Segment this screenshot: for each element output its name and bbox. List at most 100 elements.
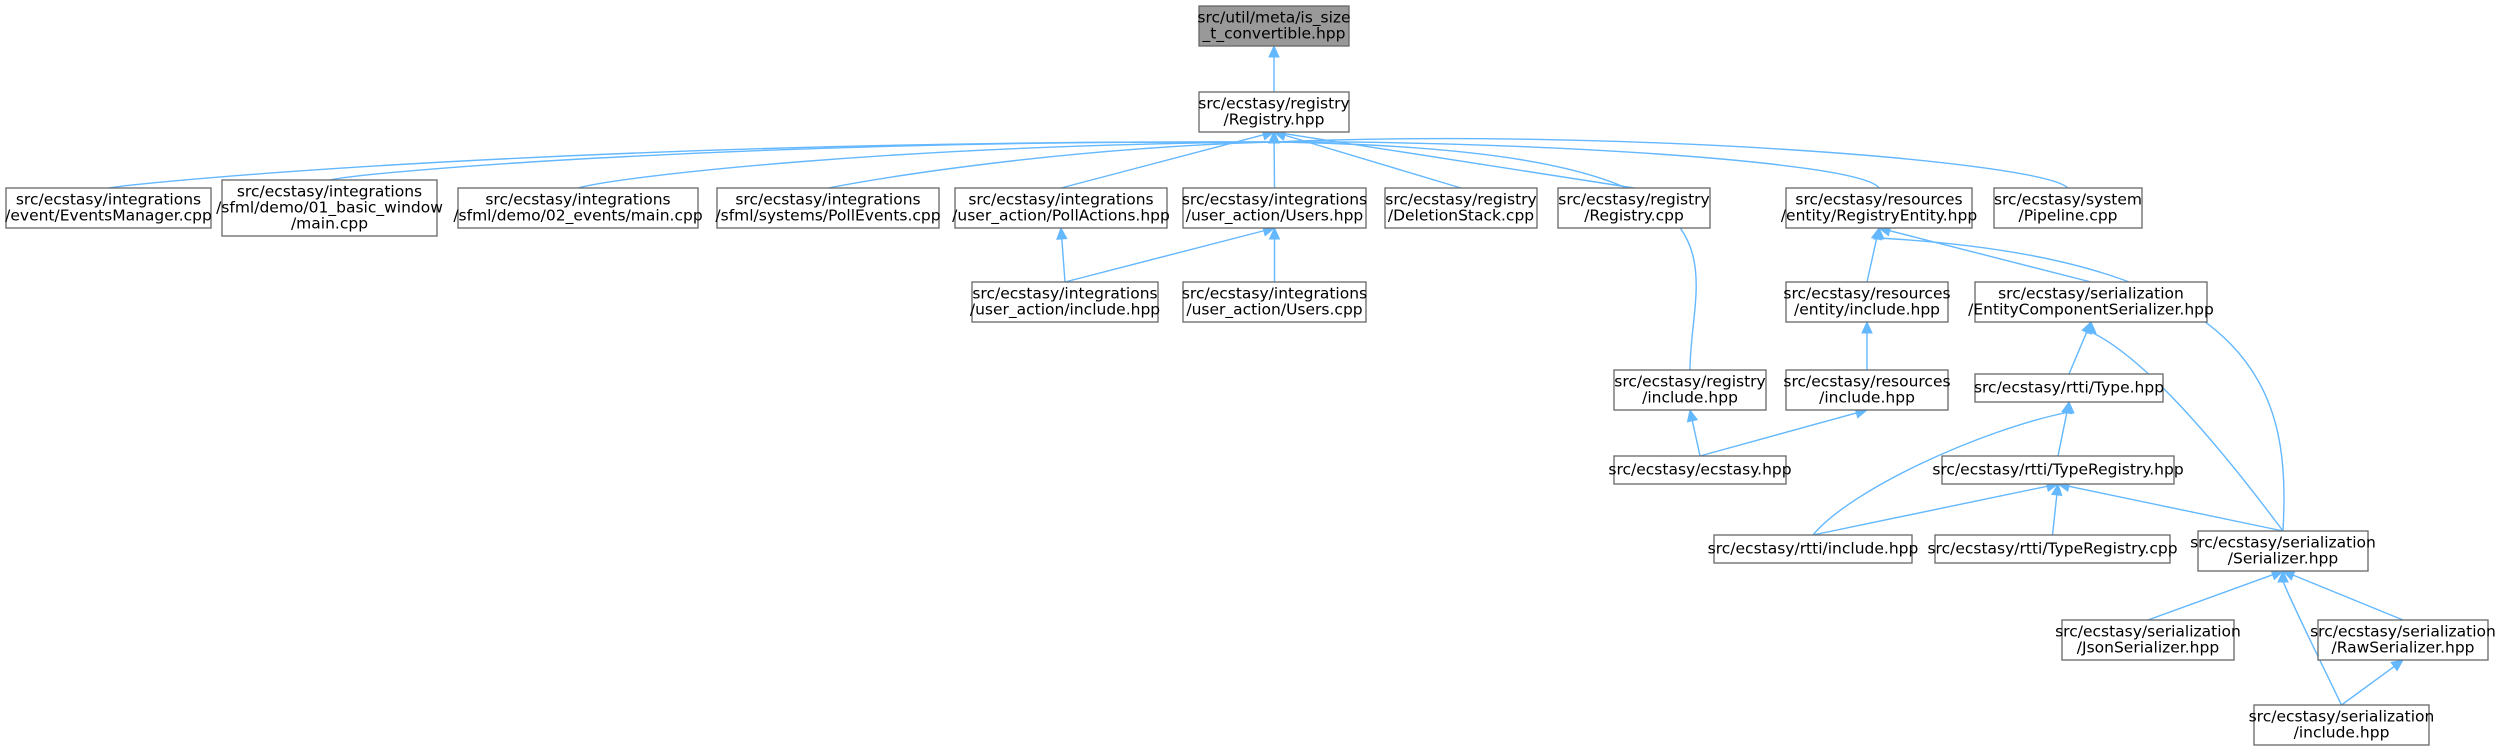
node-box [1198,91,1350,133]
node-events-main[interactable]: src/ecstasy/integrations/sfml/demo/02_ev… [453,187,703,229]
node-type-registry-cpp[interactable]: src/ecstasy/rtti/TypeRegistry.cpp [1927,534,2178,564]
node-basic-window[interactable]: src/ecstasy/integrations/sfml/demo/01_ba… [216,179,443,237]
node-label: src/ecstasy/serialization [1998,285,2184,303]
node-label: /Registry.hpp [1224,111,1325,129]
node-box [971,281,1159,323]
node-label: src/ecstasy/serialization [2190,534,2376,552]
arrow-head [1873,226,1885,240]
edge-pipeline-to-registry-hpp [1268,130,2069,189]
node-box [1713,534,1913,564]
arrow-head [2063,400,2075,414]
node-box [221,179,438,237]
node-poll-actions[interactable]: src/ecstasy/integrations/user_action/Pol… [952,187,1170,229]
node-type-registry[interactable]: src/ecstasy/rtti/TypeRegistry.hpp [1932,455,2184,485]
node-box [2317,619,2489,661]
node-ua-include[interactable]: src/ecstasy/integrations/user_action/inc… [970,281,1160,323]
edge-serializer-to-registry-entity [1873,226,2285,532]
node-label: /sfml/systems/PollEvents.cpp [715,207,940,225]
edge-events-main-to-registry-hpp [577,130,1280,189]
node-label: /user_action/Users.cpp [1186,301,1362,320]
edge-ecstasy-hpp-to-registry-include [1686,408,1701,457]
edge-basic-window-to-registry-hpp [329,130,1280,181]
node-label: /sfml/demo/02_events/main.cpp [453,207,702,226]
node-box [1384,187,1538,229]
node-label: /sfml/demo/01_basic_window [216,199,443,218]
node-label: src/ecstasy/resources [1783,285,1950,303]
node-box [1785,281,1949,323]
node-ecstasy-hpp[interactable]: src/ecstasy/ecstasy.hpp [1608,455,1792,485]
edge-serializer-to-type-registry [2056,480,2284,532]
edge-serializer-to-ecs-serializer [2085,320,2284,532]
node-label: /user_action/Users.hpp [1186,207,1364,226]
node-label: src/ecstasy/integrations [1182,191,1367,209]
node-serial-include[interactable]: src/ecstasy/serialization/include.hpp [2249,704,2435,746]
node-registry-include[interactable]: src/ecstasy/registry/include.hpp [1613,369,1767,411]
node-label: /entity/include.hpp [1794,301,1940,319]
node-box [1785,369,1949,411]
edge-resources-include-to-entity-include [1861,320,1873,370]
node-label: /RawSerializer.hpp [2331,639,2474,657]
edge-registry-cpp-to-registry-hpp [1272,128,1635,189]
node-pipeline[interactable]: src/ecstasy/system/Pipeline.cpp [1993,187,2143,229]
node-rtti-include[interactable]: src/ecstasy/rtti/include.hpp [1708,534,1919,564]
arrow-head [2277,569,2289,583]
node-entity-include[interactable]: src/ecstasy/resources/entity/include.hpp [1783,281,1951,323]
node-label: src/ecstasy/registry [1558,191,1709,209]
node-events-manager[interactable]: src/ecstasy/integrations/event/EventsMan… [5,187,212,229]
node-rtti-type[interactable]: src/ecstasy/rtti/Type.hpp [1974,373,2164,403]
node-box [1182,281,1367,323]
node-label: /Serializer.hpp [2228,550,2338,568]
node-poll-events[interactable]: src/ecstasy/integrations/sfml/systems/Po… [715,187,941,229]
node-json-serializer[interactable]: src/ecstasy/serialization/JsonSerializer… [2055,619,2241,661]
node-registry-hpp[interactable]: src/ecstasy/registry/Registry.hpp [1198,91,1350,133]
node-box [2197,530,2369,572]
node-is-size[interactable]: src/util/meta/is_size_t_convertible.hpp [1197,5,1351,47]
node-box [1785,187,1973,229]
node-label: /EntityComponentSerializer.hpp [1968,301,2214,319]
node-label: src/ecstasy/integrations [1182,285,1367,303]
node-label: src/ecstasy/ecstasy.hpp [1608,461,1791,479]
node-label: /user_action/include.hpp [970,301,1160,320]
edge-ua-include-to-poll-actions [1056,226,1068,283]
arrow-head [2051,482,2063,497]
edge-ua-include-to-users-hpp [1064,225,1276,283]
node-label: src/ecstasy/serialization [2310,623,2496,641]
node-box [1182,187,1367,229]
node-label: src/ecstasy/resources [1783,373,1950,391]
node-box [1613,455,1787,485]
edge-users-cpp-to-users-hpp [1268,226,1281,282]
edge-registry-include-to-registry-hpp [1268,130,1697,371]
node-label: src/ecstasy/integrations [485,191,670,209]
edge-raw-serializer-to-serializer [2281,569,2404,621]
arrow-head [1268,44,1280,58]
node-label: src/ecstasy/integrations [972,285,1157,303]
node-label: src/ecstasy/rtti/TypeRegistry.hpp [1932,461,2183,479]
node-label: /Registry.cpp [1584,207,1684,225]
file-nodes: src/util/meta/is_size_t_convertible.hpps… [5,5,2496,746]
edge-ecstasy-hpp-to-resources-include [1699,407,1869,457]
node-ecs-serializer[interactable]: src/ecstasy/serialization/EntityComponen… [1968,281,2214,323]
node-raw-serializer[interactable]: src/ecstasy/serialization/RawSerializer.… [2310,619,2496,661]
node-users-cpp[interactable]: src/ecstasy/integrations/user_action/Use… [1182,281,1367,323]
node-label: src/ecstasy/serialization [2249,708,2435,726]
node-users-hpp[interactable]: src/ecstasy/integrations/user_action/Use… [1182,187,1367,229]
node-box [954,187,1168,229]
node-box [1941,455,2175,485]
node-serializer[interactable]: src/ecstasy/serialization/Serializer.hpp [2190,530,2376,572]
node-label: /entity/RegistryEntity.hpp [1781,207,1977,225]
node-registry-entity[interactable]: src/ecstasy/resources/entity/RegistryEnt… [1781,187,1977,229]
arrow-head [2085,320,2097,334]
node-resources-include[interactable]: src/ecstasy/resources/include.hpp [1783,369,1951,411]
node-deletion-stack[interactable]: src/ecstasy/registry/DeletionStack.cpp [1384,187,1538,229]
node-registry-cpp[interactable]: src/ecstasy/registry/Registry.cpp [1557,187,1711,229]
node-label: /include.hpp [1819,389,1915,407]
node-box [1198,5,1350,47]
node-box [1557,187,1711,229]
node-label: src/ecstasy/integrations [237,183,422,201]
node-label: /JsonSerializer.hpp [2077,639,2219,657]
edge-registry-hpp-to-is-size [1268,44,1280,92]
node-box [1974,281,2208,323]
node-label: src/ecstasy/resources [1795,191,1962,209]
node-label: /include.hpp [1642,389,1738,407]
